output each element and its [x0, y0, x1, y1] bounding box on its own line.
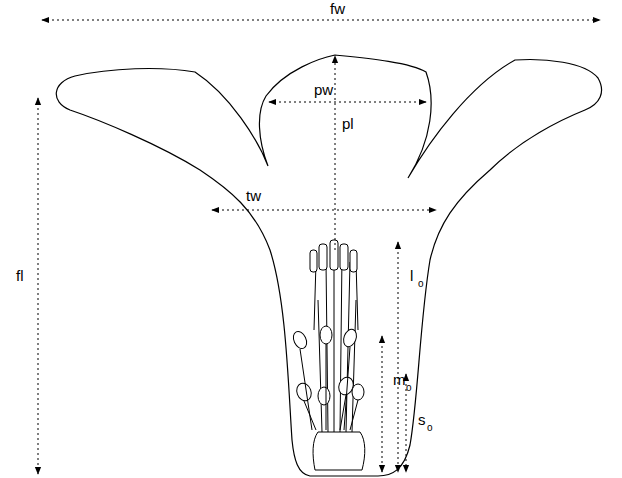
subscript-label: o [406, 383, 412, 393]
dimension-label: s [418, 412, 426, 427]
dimension-label: tw [246, 188, 261, 203]
subscript-label: o [418, 279, 424, 289]
ovary [313, 432, 365, 470]
subscript-label: o [427, 423, 433, 433]
dimension-arrows [38, 20, 600, 474]
dimension-label: fw [330, 1, 345, 16]
dimension-label: pl [342, 116, 354, 131]
dimension-label: pw [314, 82, 333, 97]
dimension-label: l [410, 268, 413, 283]
dimension-label: m [393, 372, 406, 387]
dimension-label: fl [16, 268, 24, 283]
corolla-outline [56, 55, 601, 476]
stamens [291, 240, 364, 432]
